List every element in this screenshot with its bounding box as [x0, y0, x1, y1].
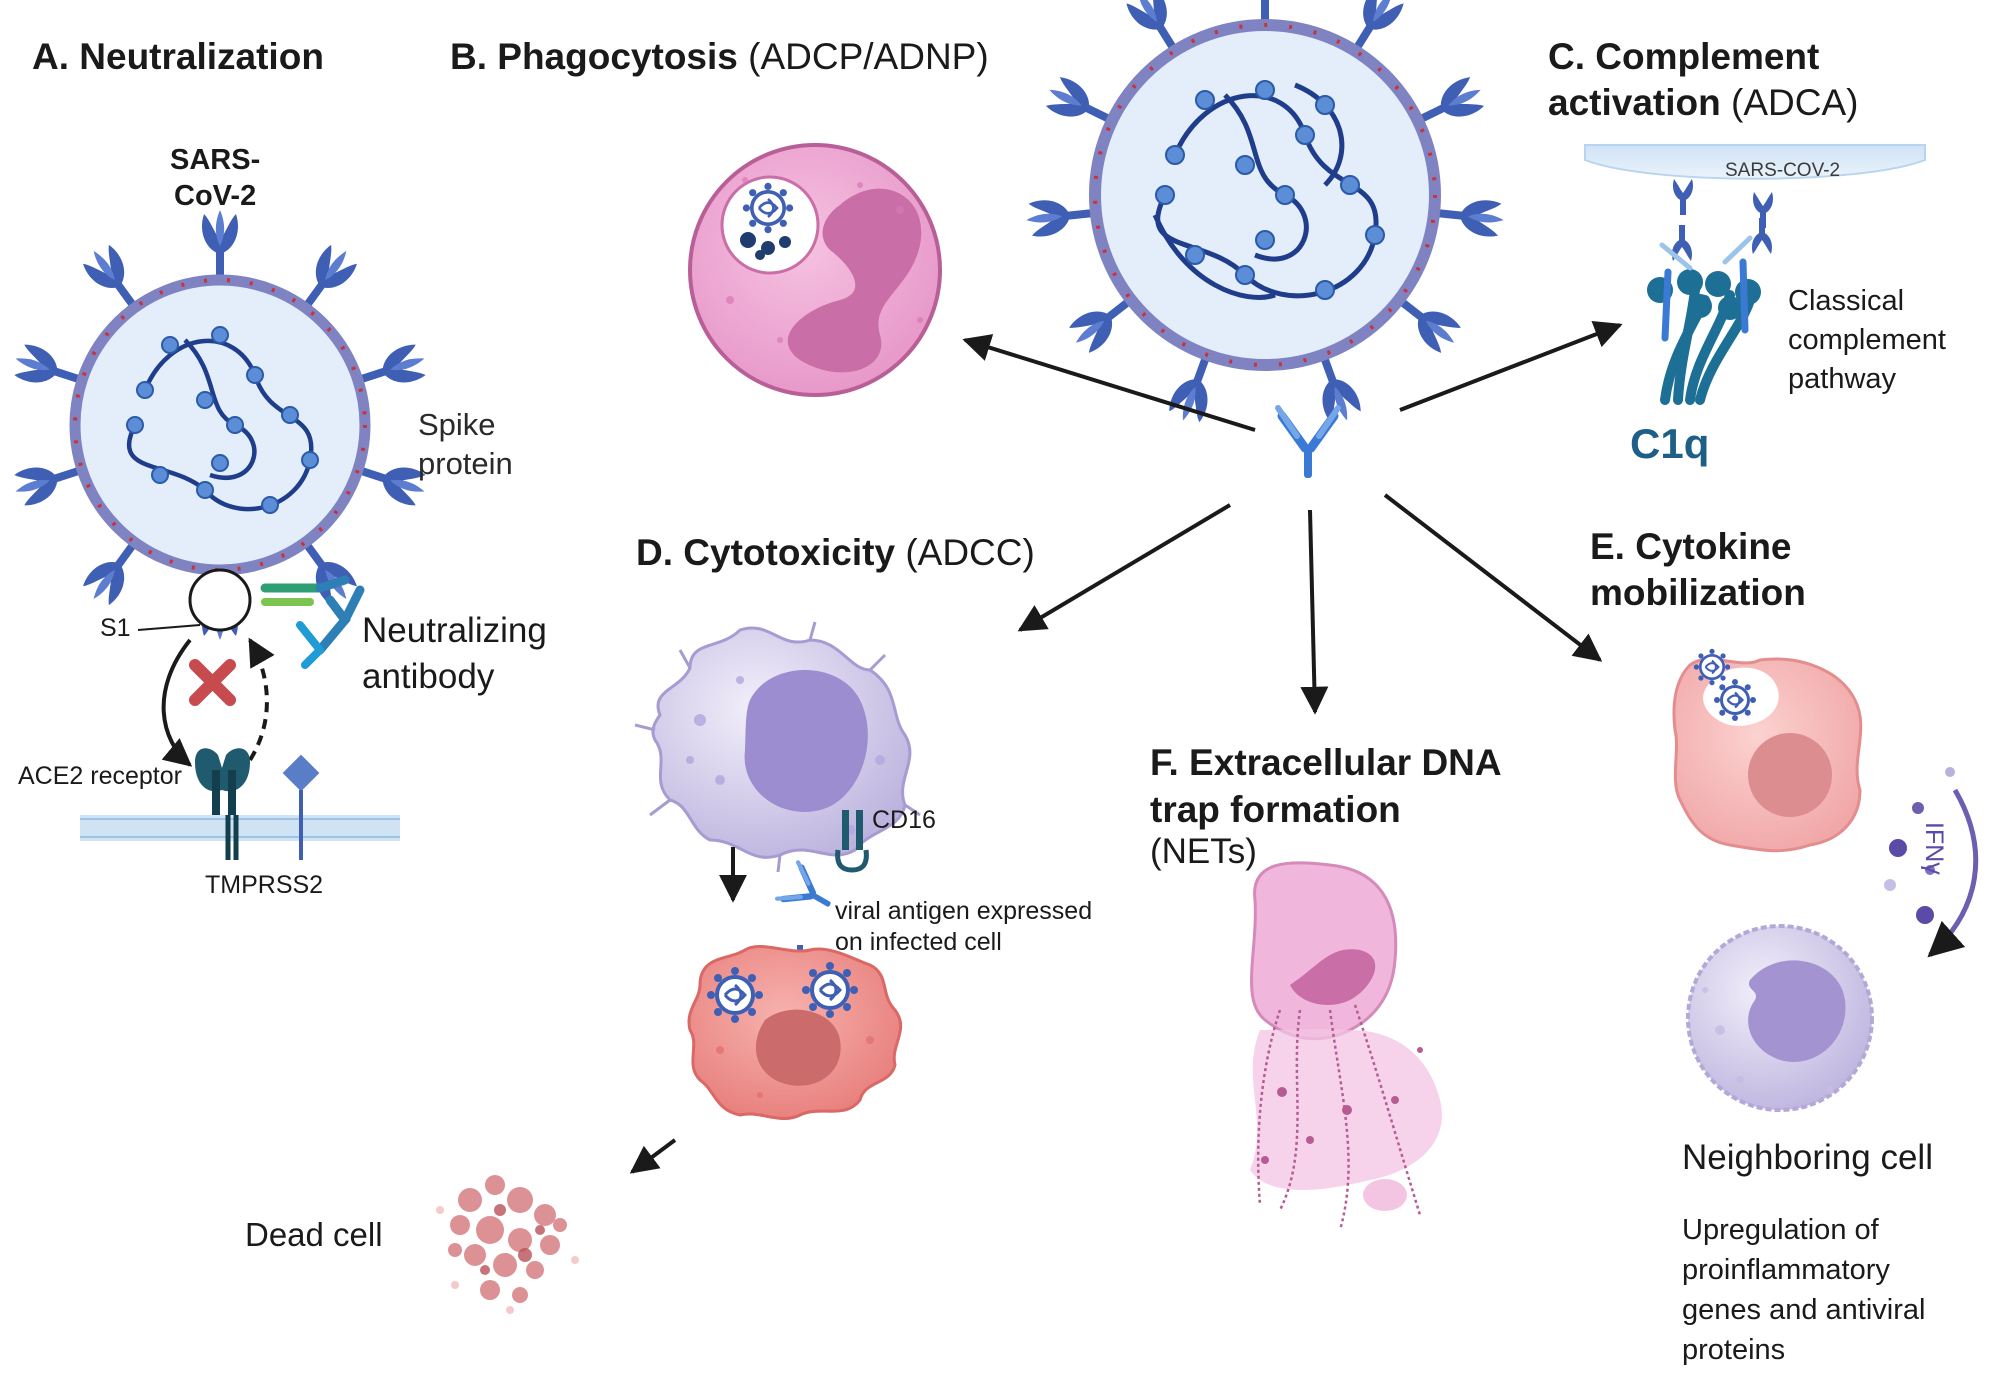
- cd16-label: CD16: [872, 806, 936, 834]
- panel-e-title: E. Cytokine mobilization: [1590, 526, 1806, 614]
- ace2-receptor-icon: [195, 748, 250, 860]
- s1-leader-line: [137, 624, 201, 631]
- panel-c-title-rest: (ADCA): [1731, 82, 1859, 123]
- tmprss2-icon: [282, 754, 320, 860]
- arrow-to-cytotoxicity: [1017, 503, 1232, 632]
- neutralizing-antibody-label: Neutralizing antibody: [362, 611, 547, 696]
- dead-cell-label: Dead cell: [245, 1216, 383, 1253]
- viral-antigen-label: viral antigen expressed on infected cell: [835, 897, 1093, 957]
- arrow-to-complement: [1399, 321, 1623, 412]
- panel-a-title: A. Neutralization: [32, 36, 324, 77]
- c1q-label: C1q: [1630, 420, 1710, 467]
- block-x-icon: [189, 659, 236, 706]
- ace2-receptor-label: ACE2 receptor: [18, 762, 182, 790]
- arrow-to-phagocytosis: [962, 334, 1256, 432]
- panel-b-title: B. Phagocytosis (ADCP/ADNP): [450, 36, 989, 79]
- panel-c-title-line1: C. Complement: [1548, 36, 1820, 77]
- adcc-antibody-icon: [777, 862, 840, 923]
- virus-label: SARS- CoV-2: [170, 144, 261, 213]
- tmprss2-label: TMPRSS2: [205, 871, 324, 899]
- panel-d-title: D. Cytotoxicity (ADCC): [636, 532, 1035, 575]
- ifn-gamma-label: IFNγ: [1920, 822, 1948, 875]
- arrow-to-net: [1300, 509, 1329, 715]
- c1q-icon: [1647, 179, 1773, 405]
- dead-cell-icon: [436, 1175, 579, 1314]
- central-virus-icon: [1024, 0, 1506, 427]
- central-antibody-icon: [1278, 408, 1338, 478]
- panel-b-title-rest: (ADCP/ADNP): [748, 36, 989, 77]
- nk-cell-icon: [634, 621, 921, 873]
- s1-label: S1: [100, 614, 131, 642]
- panel-f-title: F. Extracellular DNA trap formation: [1150, 742, 1502, 830]
- effector-arrows: [962, 321, 1623, 715]
- arrow-to-dead-cell: [629, 1138, 677, 1174]
- panel-d-title-bold: D. Cytotoxicity: [636, 532, 896, 573]
- net-cell-icon: [1250, 861, 1442, 1231]
- neighboring-cell-label: Neighboring cell: [1682, 1138, 1933, 1177]
- sars-cov-2-surface-label: SARS-COV-2: [1725, 160, 1841, 181]
- ifn-gamma-particles: [1884, 767, 1979, 958]
- macrophage-icon: [1672, 647, 1863, 853]
- upregulation-text: Upregulation of proinflammatory genes an…: [1682, 1214, 1926, 1367]
- panel-c-title-line2: activation (ADCA): [1548, 82, 1858, 125]
- neutrophil-icon: [688, 143, 942, 397]
- panel-d-title-rest: (ADCC): [905, 532, 1035, 573]
- panel-f-subtitle: (NETs): [1150, 832, 1257, 871]
- neutralizing-antibody-icon: [260, 575, 365, 669]
- panel-c-title-bold: activation: [1548, 82, 1721, 123]
- cd16-receptor-icon: [835, 810, 869, 873]
- binding-arrow-dashed: [248, 637, 275, 762]
- arrow-to-cytokine: [1383, 493, 1603, 662]
- sars-cov-2-surface-band: [1584, 144, 1926, 180]
- classical-pathway-label: Classical complement pathway: [1788, 285, 1946, 396]
- spike-protein-label: Spike protein: [418, 407, 513, 481]
- binding-arrow-solid: [161, 638, 193, 767]
- s1-domain-icon: [188, 568, 252, 632]
- infected-cell-icon: [687, 945, 903, 1120]
- neighboring-cell-icon: [1686, 924, 1874, 1112]
- panel-b-title-bold: B. Phagocytosis: [450, 36, 738, 77]
